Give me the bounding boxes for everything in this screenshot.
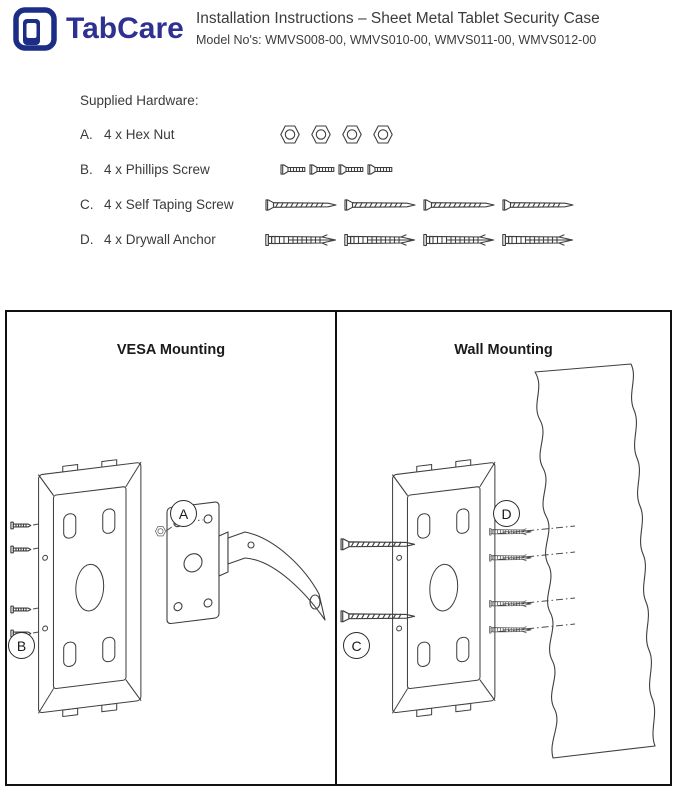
hex-nut-icon bbox=[280, 125, 300, 144]
drywall-anchor-icon bbox=[265, 233, 337, 246]
hardware-item-name: 4 x Self Taping Screw bbox=[104, 197, 234, 212]
hardware-item-name: 4 x Drywall Anchor bbox=[104, 232, 216, 247]
vesa-mounting-panel: VESA Mounting bbox=[5, 310, 337, 786]
self-taping-screw-icon bbox=[265, 198, 337, 211]
header: TabCare Installation Instructions – Shee… bbox=[12, 6, 673, 52]
callout-label: A bbox=[178, 505, 189, 522]
drywall-anchor-icon bbox=[344, 233, 416, 246]
hardware-item-name: 4 x Hex Nut bbox=[104, 127, 175, 142]
supplied-hardware-section: Supplied Hardware: A. 4 x Hex Nut B. 4 x… bbox=[80, 92, 574, 257]
self-taping-screw-icon-group bbox=[265, 198, 574, 211]
phillips-screw-icon-group bbox=[280, 164, 393, 175]
callout-label: D bbox=[501, 505, 512, 522]
hardware-item-letter: A. bbox=[80, 127, 93, 142]
self-taping-screw-icon bbox=[502, 198, 574, 211]
wall-mounting-panel: Wall Mounting D C bbox=[335, 310, 672, 786]
document-titles: Installation Instructions – Sheet Metal … bbox=[196, 6, 600, 47]
wall-mounting-diagram bbox=[340, 363, 656, 759]
hardware-row-hex-nut: A. 4 x Hex Nut bbox=[80, 117, 574, 152]
drywall-anchor-icon-group bbox=[265, 232, 574, 248]
hardware-item-letter: D. bbox=[80, 232, 94, 247]
mounting-panels: VESA Mounting bbox=[5, 310, 672, 786]
callout-label: B bbox=[16, 637, 27, 654]
hardware-heading: Supplied Hardware: bbox=[80, 93, 199, 108]
model-numbers: Model No's: WMVS008-00, WMVS010-00, WMVS… bbox=[196, 33, 597, 47]
hardware-row-drywall-anchor: D. 4 x Drywall Anchor bbox=[80, 222, 574, 257]
callout-c: C bbox=[343, 632, 370, 659]
hardware-row-self-taping-screw: C. 4 x Self Taping Screw bbox=[80, 187, 574, 222]
phillips-screw-icon bbox=[338, 164, 364, 175]
brand-logo: TabCare bbox=[12, 6, 196, 52]
hex-nut-icon-group bbox=[280, 125, 393, 144]
vesa-mounting-diagram bbox=[10, 456, 326, 721]
phillips-screw-icon bbox=[280, 164, 306, 175]
wall-panel-title: Wall Mounting bbox=[454, 342, 553, 358]
callout-label: C bbox=[351, 637, 362, 654]
hex-nut-icon bbox=[373, 125, 393, 144]
phillips-screw-icon bbox=[309, 164, 335, 175]
callout-d: D bbox=[493, 500, 520, 527]
drywall-anchor-icon bbox=[423, 233, 495, 246]
brand-name: TabCare bbox=[66, 12, 184, 45]
vesa-panel-title: VESA Mounting bbox=[116, 342, 226, 358]
self-taping-screw-icon bbox=[344, 198, 416, 211]
callout-b: B bbox=[8, 632, 35, 659]
hardware-item-name: 4 x Phillips Screw bbox=[104, 162, 210, 177]
hardware-item-letter: B. bbox=[80, 162, 93, 177]
tabcare-logo-icon bbox=[13, 7, 57, 51]
hex-nut-icon bbox=[342, 125, 362, 144]
page-title: Installation Instructions – Sheet Metal … bbox=[196, 10, 600, 27]
drywall-anchor-icon bbox=[502, 233, 574, 246]
self-taping-screw-icon bbox=[423, 198, 495, 211]
hex-nut-icon bbox=[311, 125, 331, 144]
callout-a: A bbox=[170, 500, 197, 527]
hardware-row-phillips-screw: B. 4 x Phillips Screw bbox=[80, 152, 574, 187]
hardware-item-letter: C. bbox=[80, 197, 94, 212]
phillips-screw-icon bbox=[367, 164, 393, 175]
